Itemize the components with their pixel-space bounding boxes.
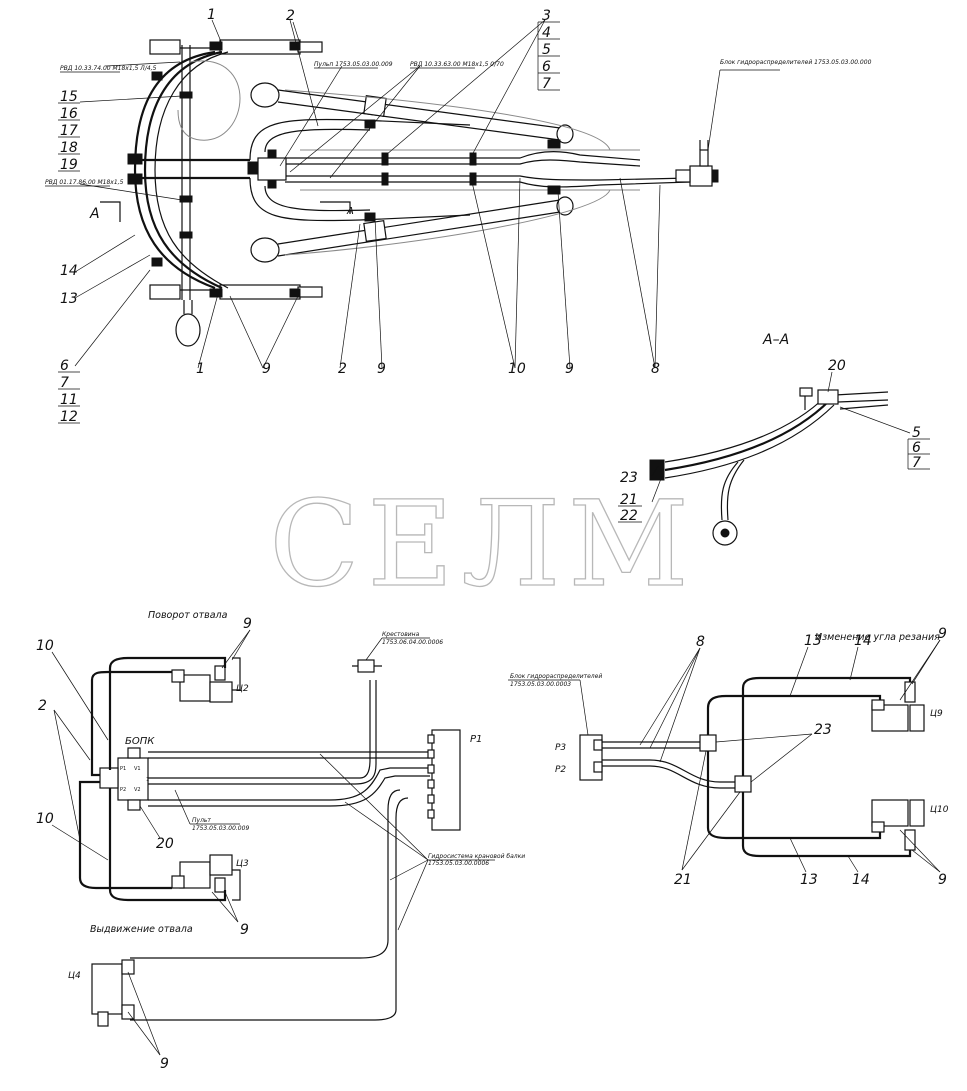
label-c2: Ц2 <box>236 684 249 694</box>
callout-13-br-top: 13 <box>804 633 822 649</box>
callout-19: 19 <box>60 157 78 173</box>
label-gidro-num: 1753.05.03.00.0006 <box>428 860 489 867</box>
callout-2-bottom: 2 <box>338 361 347 377</box>
callout-9-c2: 9 <box>243 616 252 632</box>
section-mark-mid: А <box>346 206 354 217</box>
callout-10-bl-a: 10 <box>36 638 54 654</box>
callout-2-bl: 2 <box>38 698 47 714</box>
callout-1-bottom: 1 <box>196 361 205 377</box>
label-gidro: Гидросистема крановой балки <box>428 853 525 860</box>
callout-6-aa: 6 <box>912 440 921 456</box>
callout-8-br: 8 <box>696 634 705 650</box>
label-block-bottom: Блок гидрораспределителей <box>510 673 602 680</box>
callout-10-bl-b: 10 <box>36 811 54 827</box>
callout-1-top: 1 <box>207 7 216 23</box>
callout-20-top: 20 <box>828 358 846 374</box>
callout-7-aa: 7 <box>912 455 921 471</box>
callout-12: 12 <box>60 409 78 425</box>
callout-22: 22 <box>620 508 638 524</box>
label-p1-block: Р1 <box>470 734 482 745</box>
callout-14-top: 14 <box>60 263 78 279</box>
label-pulp-top: Пульп 1753.05.03.00.009 <box>314 61 393 68</box>
callout-10-top: 10 <box>508 361 526 377</box>
top-assembly-view: А А 1 2 3 4 5 6 7 <box>45 7 872 425</box>
label-krest: Крестовина <box>382 631 420 638</box>
label-pulp-bottom: Пульт <box>192 817 211 824</box>
caption-rotate: Поворот отвала <box>148 610 228 621</box>
caption-angle: Изменение угла резания <box>815 632 940 643</box>
callout-5-top: 5 <box>542 42 551 58</box>
callout-17: 17 <box>60 123 78 139</box>
callout-18: 18 <box>60 140 78 156</box>
callout-4: 4 <box>542 25 551 41</box>
label-rvd-left-top: РВД 10.33.74.00 М18х1,5 Л/4,5 <box>60 65 157 72</box>
callout-16: 16 <box>60 106 78 122</box>
callout-2-top: 2 <box>286 8 295 24</box>
label-p2: Р2 <box>555 765 566 775</box>
label-p3: Р3 <box>555 743 566 753</box>
schematic-right: Изменение угла резания Р3 Р2 Блок гидрор… <box>508 626 949 888</box>
callout-9-c4: 9 <box>160 1056 169 1072</box>
label-block-top: Блок гидрораспределителей 1753.05.03.00.… <box>720 59 872 66</box>
label-c4: Ц4 <box>68 971 81 981</box>
port-1: 1 <box>146 777 149 783</box>
callout-9-c10: 9 <box>938 872 947 888</box>
label-krest-num: 1753.06.04.00.0006 <box>382 639 443 646</box>
caption-extend: Выдвижение отвала <box>90 924 193 935</box>
label-rvd-left-mid: РВД 01.17.86.00 М18х1,5 <box>45 179 124 186</box>
section-title: А–А <box>762 332 789 348</box>
callout-9-b: 9 <box>377 361 386 377</box>
callout-21-br: 21 <box>674 872 692 888</box>
callout-23-br: 23 <box>814 722 832 738</box>
callout-3: 3 <box>542 8 551 24</box>
label-pulp-num: 1753.05.03.00.009 <box>192 825 249 832</box>
callout-14-br-bottom: 14 <box>852 872 870 888</box>
callout-9-c9: 9 <box>938 626 947 642</box>
port-p1: Р1 <box>120 766 126 772</box>
callout-9-c: 9 <box>565 361 574 377</box>
cylinder-lower <box>250 196 574 263</box>
callout-8-top: 8 <box>651 361 660 377</box>
callout-13-br-bottom: 13 <box>800 872 818 888</box>
label-block-bottom-num: 1753.05.03.00.0003 <box>510 681 571 688</box>
callout-20-bl: 20 <box>156 836 174 852</box>
right-distributor-block <box>675 140 719 187</box>
callout-7-left: 7 <box>60 375 69 391</box>
callout-7-top: 7 <box>542 76 551 92</box>
callout-15: 15 <box>60 89 78 105</box>
callout-6-left: 6 <box>60 358 69 374</box>
label-rvd-mid: РВД 10.33.63.00 М18х1,5 0/70 <box>410 61 504 68</box>
callout-21-aa: 21 <box>620 492 638 508</box>
callout-13-top: 13 <box>60 291 78 307</box>
label-c3: Ц3 <box>236 859 249 869</box>
label-c9: Ц9 <box>930 709 943 719</box>
watermark: СЕЛМ <box>269 475 697 613</box>
label-c10: Ц10 <box>930 805 949 815</box>
callout-9-c3: 9 <box>240 922 249 938</box>
section-a-a-view: А–А 20 5 6 7 23 21 22 <box>618 332 930 546</box>
cylinder-upper <box>250 82 574 144</box>
callout-14-br-top: 14 <box>854 633 872 649</box>
port-v2: V2 <box>134 787 141 793</box>
callout-23-aa: 23 <box>620 470 638 486</box>
callout-6-top: 6 <box>542 59 551 75</box>
port-p2: Р2 <box>120 787 126 793</box>
callout-11: 11 <box>60 392 78 408</box>
label-bopk: БОПК <box>125 736 155 747</box>
section-mark-left: А <box>89 206 100 222</box>
callout-5-aa: 5 <box>912 425 921 441</box>
schematic-left: Поворот отвала Выдвижение отвала Ц2 Ц3 Б… <box>36 610 525 1072</box>
callout-9-a: 9 <box>262 361 271 377</box>
port-v1: V1 <box>134 766 141 772</box>
